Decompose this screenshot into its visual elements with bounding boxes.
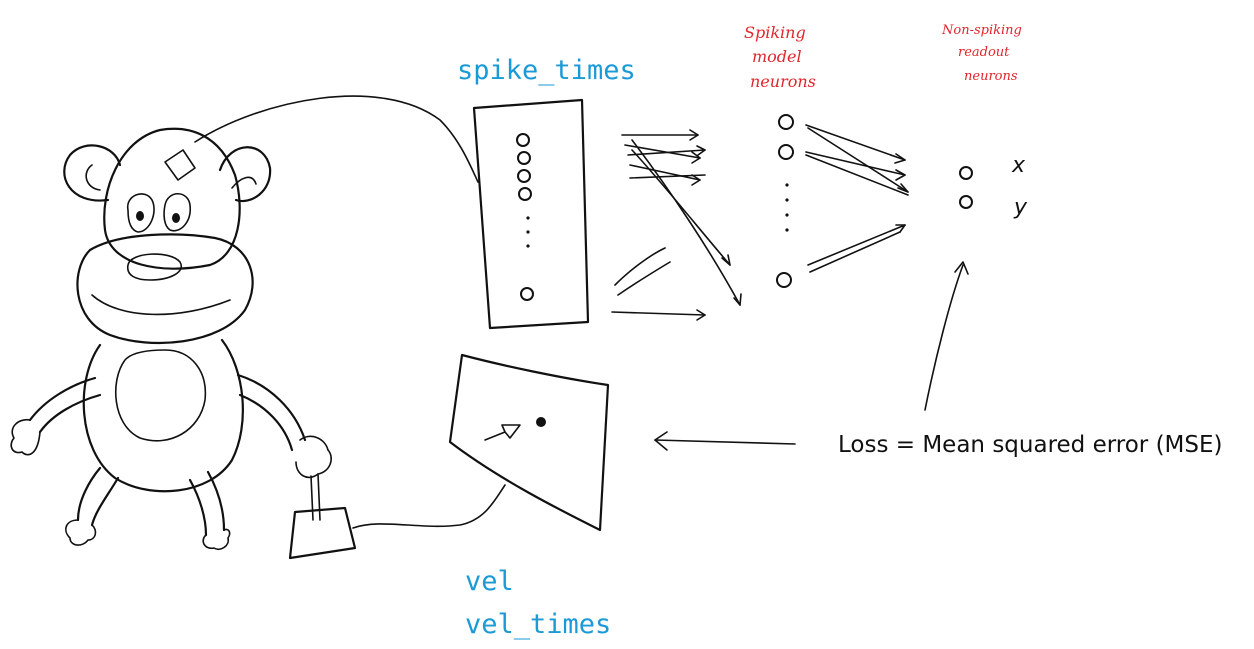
input-connections [611, 129, 742, 321]
head-to-spikes-curve [194, 95, 479, 183]
loss-to-screen-arrow [654, 439, 796, 445]
label-spike-times: spike_times [457, 55, 636, 86]
label-readout-1: Non-spiking [941, 23, 1022, 38]
label-spiking-1: Spiking [744, 23, 806, 42]
label-spiking-3: neurons [750, 72, 816, 91]
spike-times-box [472, 98, 590, 330]
monkey-illustration [10, 127, 357, 560]
readout-neurons [959, 166, 973, 209]
readout-connections [805, 124, 909, 273]
label-vel-times: vel_times [465, 609, 611, 640]
cursor-screen [448, 353, 610, 532]
joystick-cable [352, 484, 506, 529]
loss-to-readout-arrow [924, 264, 964, 411]
label-readout-3: neurons [964, 69, 1018, 84]
spiking-neurons [776, 114, 794, 288]
label-loss: Loss = Mean squared error (MSE) [838, 432, 1223, 458]
label-output-y: y [1013, 195, 1028, 220]
label-spiking-2: model [752, 47, 802, 66]
label-readout-2: readout [958, 45, 1010, 60]
label-vel: vel [465, 566, 514, 597]
label-output-x: x [1011, 153, 1026, 178]
